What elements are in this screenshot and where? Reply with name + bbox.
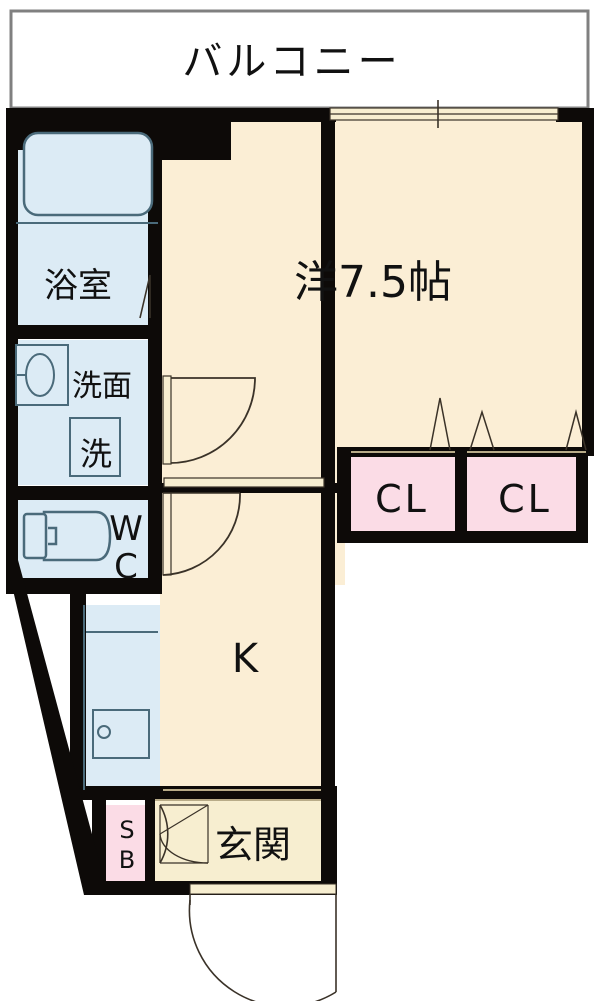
sink-basin-icon	[25, 353, 55, 397]
room-door-icon	[162, 375, 325, 488]
entrance-label: 玄関	[215, 823, 291, 867]
stove-burner-icon	[97, 725, 111, 739]
balcony-label: バルコニー	[182, 39, 401, 85]
toilet-seat-detail-icon	[48, 526, 58, 546]
closet-right-label: CL	[498, 477, 552, 521]
kitchen-sink-icon	[92, 709, 150, 759]
closet-left-label: CL	[375, 477, 429, 521]
washing-machine-pan-icon	[69, 417, 121, 477]
shoebox-label-b: B	[119, 846, 135, 874]
main-room-label: 洋7.5帖	[294, 257, 452, 308]
room-labels: 浴室 洗面 洗 W C 洋7.5帖 K CL CL 玄関 S B	[44, 257, 552, 874]
bathtub-icon	[22, 131, 154, 217]
openings	[139, 100, 587, 1001]
closet-left-fill	[348, 455, 458, 533]
entrance-fill	[150, 795, 335, 895]
kitchen-counter-fill	[84, 605, 160, 790]
bathroom-label: 浴室	[44, 266, 112, 306]
balcony-area: バルコニー	[9, 9, 590, 110]
toilet-bowl-icon	[42, 510, 112, 562]
shoebox-label-s: S	[119, 816, 134, 844]
fixtures	[15, 131, 158, 790]
toilet-tank-icon	[22, 512, 48, 560]
laundry-label: 洗	[80, 435, 112, 473]
walls	[6, 108, 594, 895]
closet-right-fill	[466, 455, 586, 533]
room-fills	[150, 113, 588, 895]
balcony-outline	[9, 9, 590, 110]
balcony-sliding-window-icon	[329, 100, 559, 128]
toilet-label-c: C	[114, 547, 138, 587]
washroom-label: 洗面	[72, 369, 132, 404]
western-room-fill	[231, 113, 588, 453]
kitchen-fill	[160, 490, 335, 810]
bathroom-door-icon	[139, 274, 151, 319]
entrance-inner-door-icon	[159, 804, 209, 864]
toilet-label-w: W	[109, 509, 143, 549]
kitchen-hall-door-icon	[162, 492, 241, 576]
shoebox-fill	[103, 805, 151, 890]
entrance-door-icon	[188, 883, 337, 1001]
kitchen-label: K	[232, 636, 260, 682]
closet-doors-icon	[351, 397, 587, 453]
closet-fills	[103, 455, 586, 890]
